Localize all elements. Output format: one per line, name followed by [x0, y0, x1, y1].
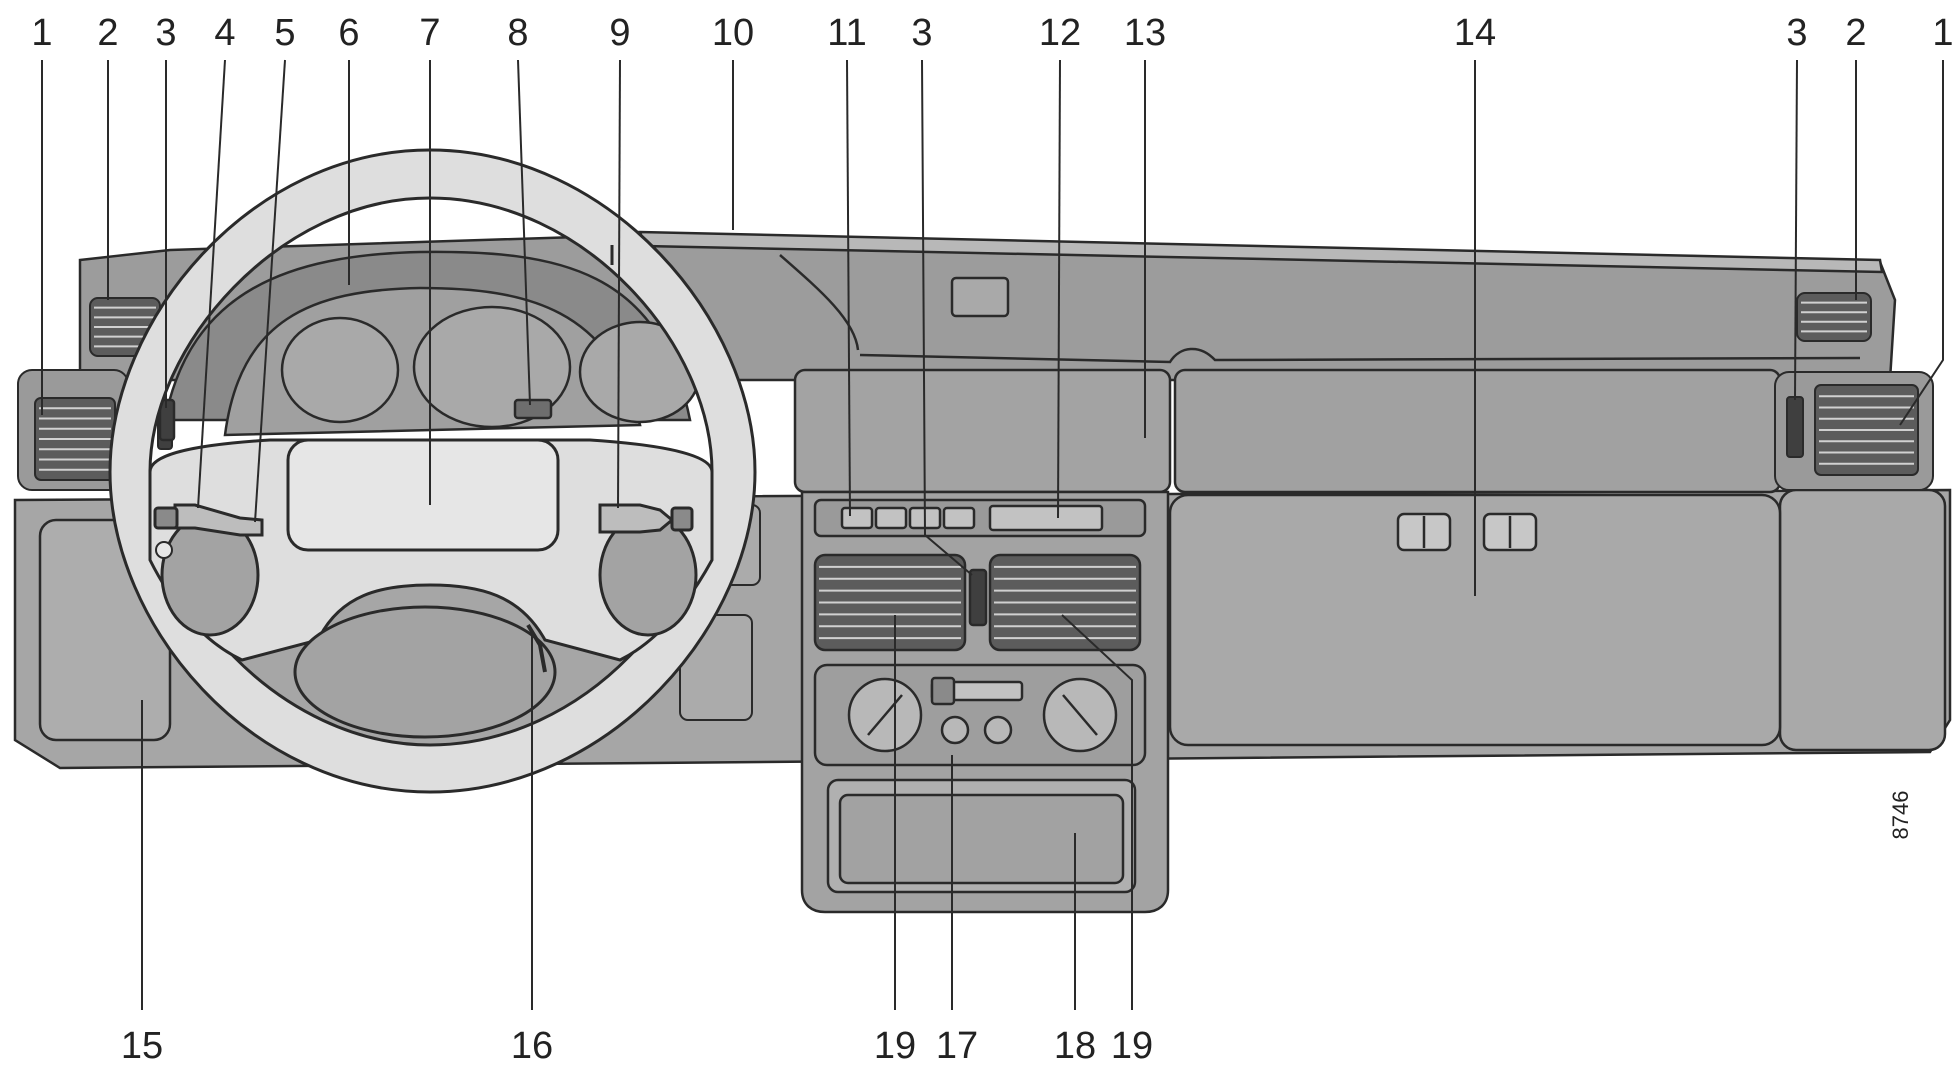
- storage-tray-inner: [838, 793, 1125, 885]
- callout-19-right: 19: [1111, 1025, 1153, 1067]
- left-stalk: [173, 503, 264, 537]
- center-top-vent: [950, 276, 1010, 318]
- callout-2-left: 2: [97, 12, 118, 54]
- info-icon: [155, 541, 173, 559]
- heater-knob-right-mark: [1062, 694, 1098, 736]
- callout-11: 11: [827, 12, 866, 54]
- heater-button-left: [940, 715, 970, 745]
- instrument-cluster: [158, 250, 702, 442]
- callout-15: 15: [121, 1025, 163, 1067]
- center-upper-panel: [793, 368, 1172, 494]
- right-stalk: [598, 503, 675, 534]
- left-stalk-switch: [153, 506, 179, 530]
- dash-crease: [859, 347, 1861, 364]
- callout-1-left: 1: [31, 12, 52, 54]
- right-upper-vent: [1796, 292, 1872, 342]
- leader-1-right: [1899, 60, 1944, 426]
- leader-11: [846, 59, 851, 517]
- switch-2: [874, 506, 908, 530]
- leader-12: [1057, 59, 1061, 519]
- left-side-vent-slats: [39, 407, 111, 471]
- right-side-vent-slats: [1819, 395, 1914, 465]
- callout-19-left: 19: [874, 1025, 916, 1067]
- trip-reset-button: [513, 398, 553, 420]
- defrost-curve: [779, 254, 860, 351]
- right-stalk-switch: [670, 506, 694, 532]
- center-vent-left-slats: [819, 565, 961, 640]
- right-side-vent-group: [1774, 292, 1934, 491]
- center-console: [800, 490, 1170, 914]
- center-vent-adjuster: [968, 568, 988, 627]
- leader-5: [254, 59, 286, 523]
- callout-3-center: 3: [911, 12, 932, 54]
- ignition-stalk: [526, 623, 547, 673]
- callout-17: 17: [936, 1025, 978, 1067]
- callout-10: 10: [712, 12, 754, 54]
- callout-18: 18: [1054, 1025, 1096, 1067]
- radio-slot: [988, 504, 1104, 532]
- leader-4: [197, 59, 226, 509]
- center-stack: [779, 254, 1861, 494]
- leader-9: [617, 59, 621, 509]
- figure-reference-number: 8746: [1888, 791, 1913, 840]
- steering-wheel: [108, 148, 757, 794]
- callout-16: 16: [511, 1025, 553, 1067]
- callout-1-right: 1: [1932, 12, 1953, 54]
- left-side-vent-group: [17, 297, 173, 491]
- center-vent-right-slats: [994, 565, 1136, 640]
- leader-3-right: [1794, 59, 1798, 401]
- passenger-upper-panel: [1173, 368, 1782, 494]
- top-callouts: 1 2 3 4 5 6 7 8 9 10 11 3 12 13 14 3 2 1: [31, 12, 1953, 54]
- leader-3-center: [921, 59, 973, 576]
- callout-13: 13: [1124, 12, 1166, 54]
- bottom-callouts: 15 16 19 17 18 19: [121, 1025, 1153, 1067]
- steering-hub: [286, 438, 560, 552]
- leader-19-right: [1061, 614, 1133, 1010]
- switch-4: [942, 506, 976, 530]
- callout-6: 6: [338, 12, 359, 54]
- right-end-panel: [1778, 488, 1947, 752]
- leader-lines: [41, 59, 1944, 1010]
- callout-14: 14: [1454, 12, 1496, 54]
- callout-3-left: 3: [155, 12, 176, 54]
- heater-knob-left-mark: [867, 694, 903, 736]
- callout-7: 7: [419, 12, 440, 54]
- right-vent-adjuster: [1786, 396, 1804, 458]
- heater-slider-knob: [930, 676, 956, 706]
- speedometer-gauge: [412, 305, 572, 429]
- right-upper-vent-slats: [1801, 301, 1867, 333]
- heater-button-right: [983, 715, 1013, 745]
- callout-5: 5: [274, 12, 295, 54]
- steering-lower-opening: [293, 605, 557, 739]
- callout-12: 12: [1039, 12, 1081, 54]
- passenger-side: [1168, 368, 1782, 747]
- callout-4: 4: [214, 12, 235, 54]
- tachometer-gauge: [280, 316, 400, 424]
- switch-1: [840, 506, 874, 530]
- callout-3-right: 3: [1786, 12, 1807, 54]
- leader-8: [517, 59, 531, 406]
- callout-9: 9: [609, 12, 630, 54]
- callout-8: 8: [507, 12, 528, 54]
- callout-2-right: 2: [1845, 12, 1866, 54]
